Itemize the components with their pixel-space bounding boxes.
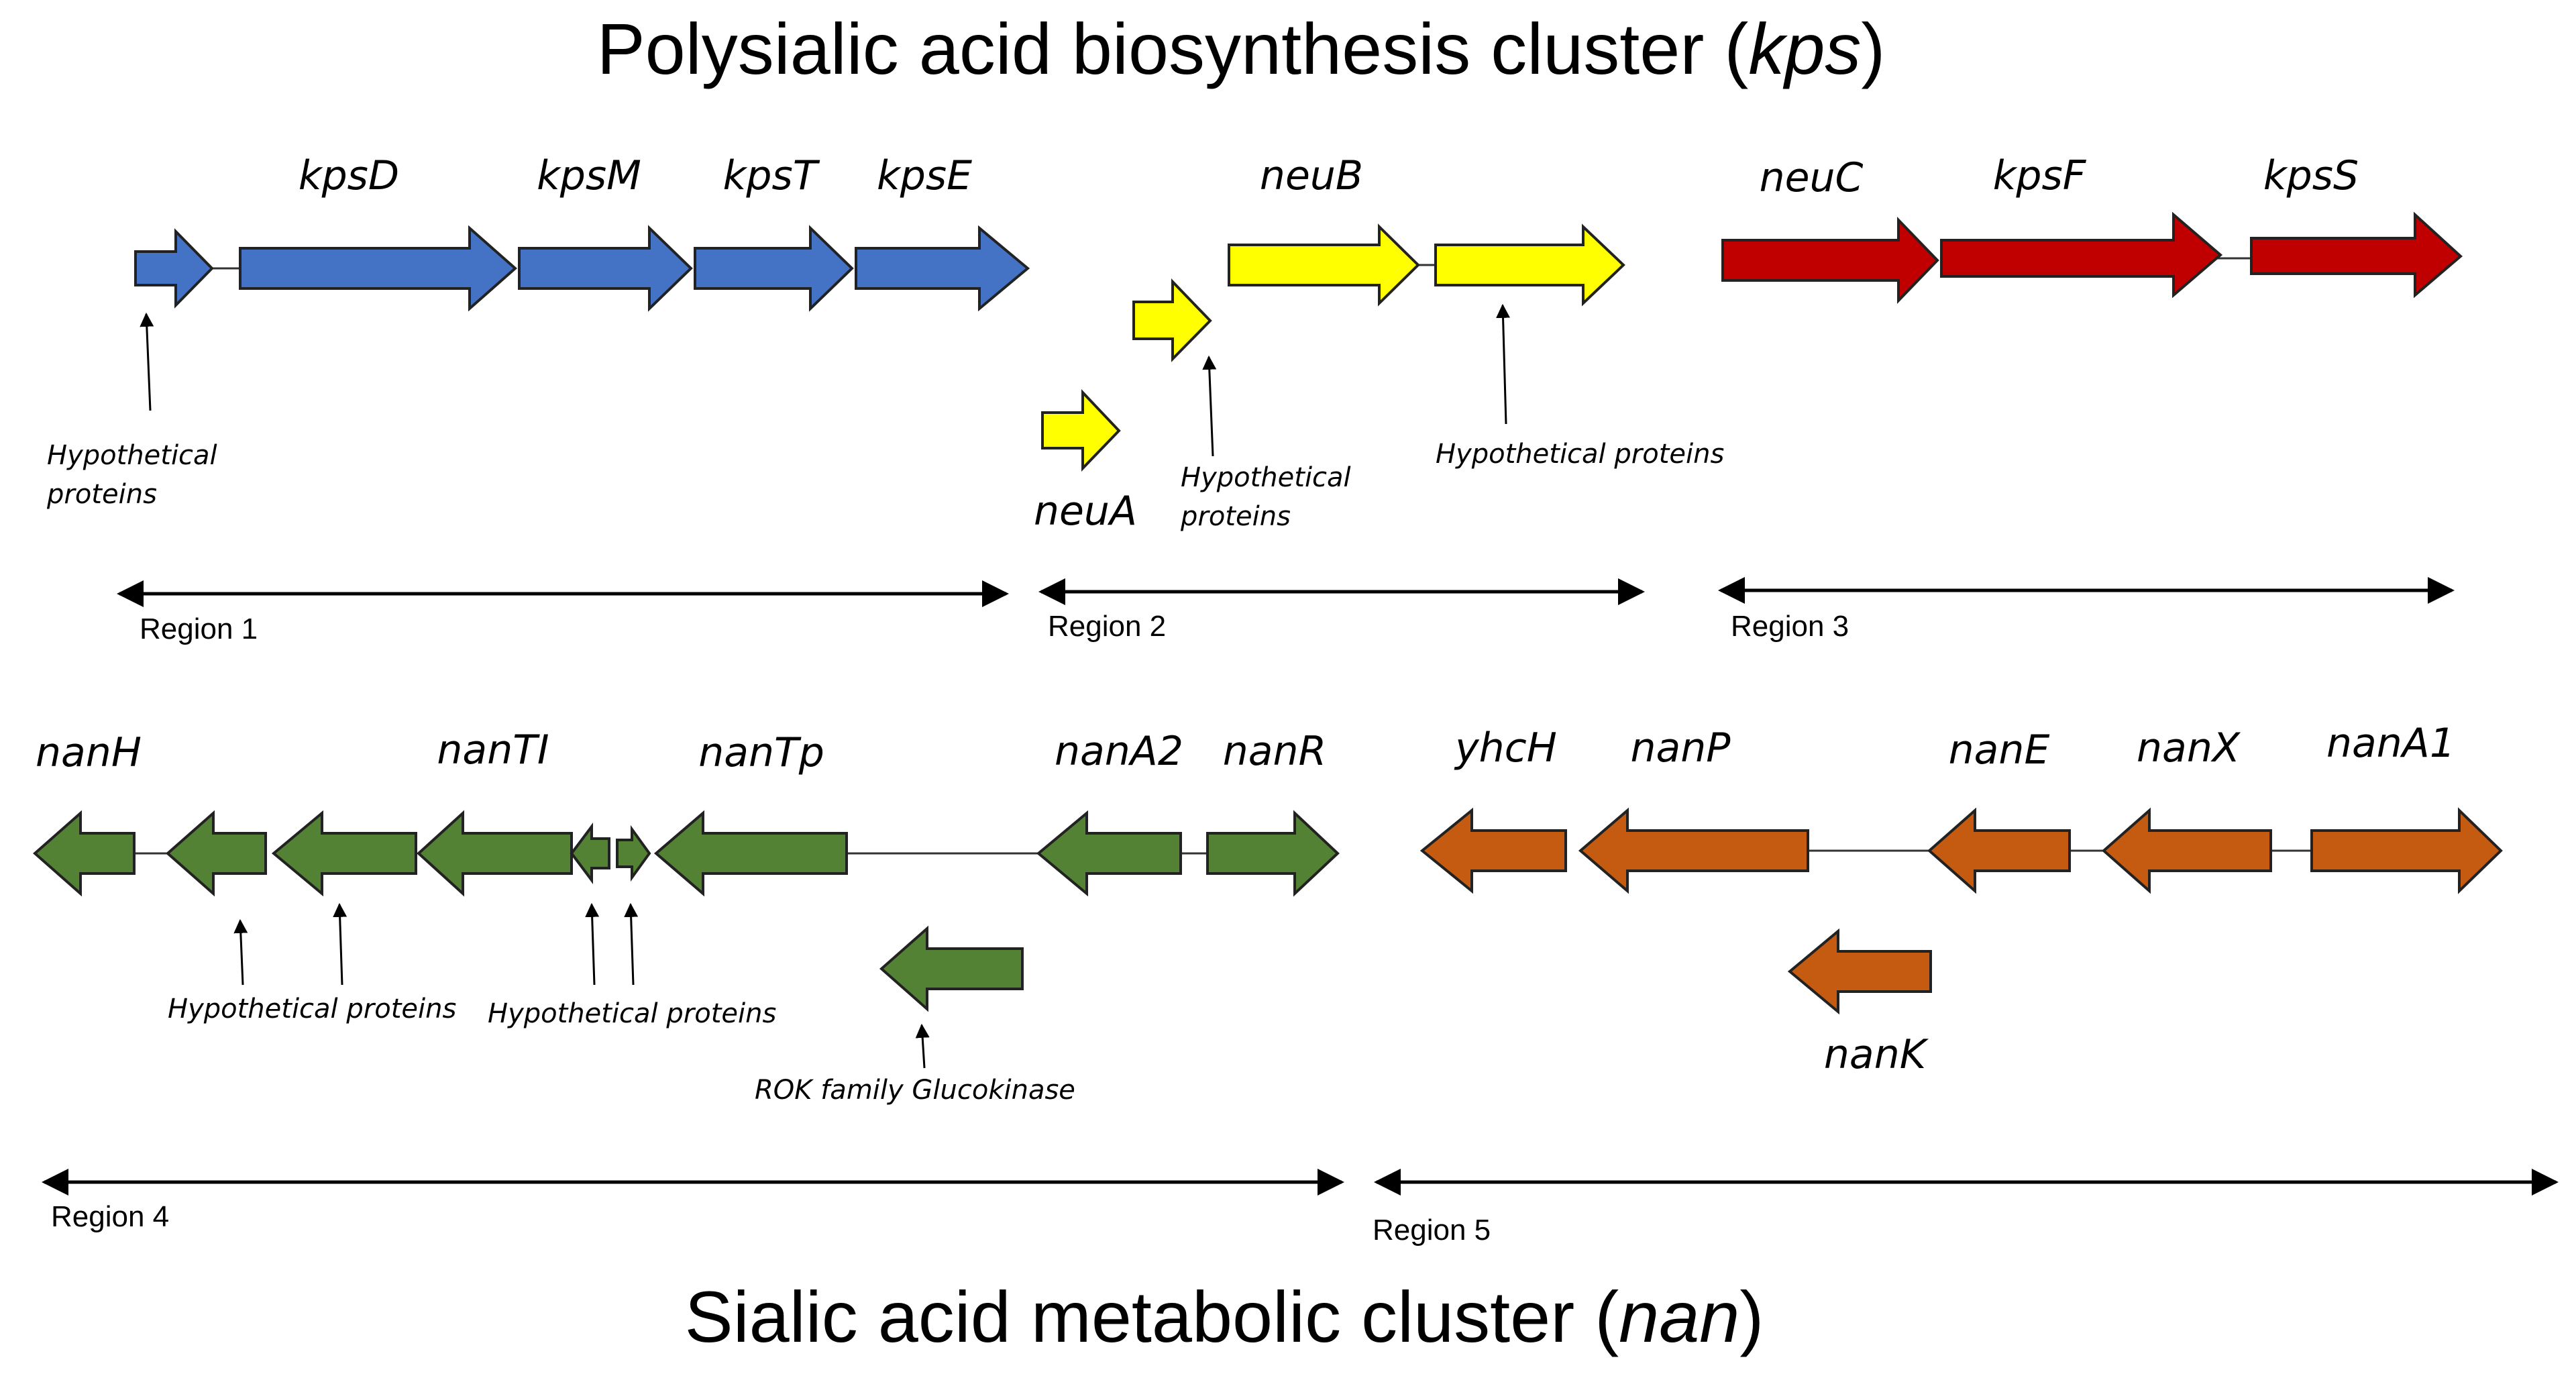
- gene-arrow-nanH: [32, 810, 136, 897]
- pointer-r4-hypothetical-b: [333, 902, 347, 986]
- gene-arrow-neuB: [1228, 223, 1420, 307]
- gene-label-kpsS: kpsS: [2263, 152, 2359, 199]
- gene-arrow-kpsE: [855, 225, 1030, 312]
- gene-arrow-nanK: [1787, 928, 1932, 1015]
- gene-arrow-hypothetical-r4b: [271, 810, 417, 897]
- note-r2-hypothetical-b: Hypothetical proteins: [1436, 439, 1724, 470]
- gene-arrow-nanP: [1578, 807, 1809, 894]
- gene-label-kpsM: kpsM: [537, 152, 641, 199]
- gene-label-nanR: nanR: [1223, 728, 1327, 775]
- kps-cluster-title: Polysialic acid biosynthesis cluster (kp…: [597, 8, 1886, 89]
- gene-label-kpsE: kpsE: [877, 152, 972, 199]
- note-r4-hypothetical-b: Hypothetical proteins: [488, 998, 776, 1029]
- gene-label-nanA2: nanA2: [1055, 728, 1183, 775]
- gene-label-kpsT: kpsT: [723, 152, 820, 199]
- pointer-r2-hypothetical-a: [1202, 355, 1217, 457]
- gene-label-nanH: nanH: [36, 729, 142, 776]
- gene-label-nanK: nanK: [1824, 1031, 1929, 1078]
- pointer-r4-hypothetical-a: [233, 918, 248, 986]
- gene-label-nanE: nanE: [1949, 727, 2050, 774]
- gene-arrow-yhcH: [1419, 807, 1567, 894]
- gene-arrow-kpsM: [518, 225, 693, 312]
- gene-arrow-rok-glucokinase: [879, 925, 1024, 1012]
- gene-arrow-neuC: [1721, 217, 1939, 304]
- gene-label-kpsD: kpsD: [299, 152, 399, 199]
- gene-label-neuC: neuC: [1760, 154, 1864, 201]
- pointer-r4-hypothetical-c: [585, 902, 600, 986]
- gene-label-neuA: neuA: [1034, 488, 1137, 535]
- gene-label-nanA1: nanA1: [2326, 720, 2455, 767]
- gene-label-kpsF: kpsF: [1993, 152, 2087, 199]
- region2-label: Region 2: [1048, 610, 1166, 643]
- gene-label-neuB: neuB: [1260, 152, 1363, 199]
- gene-arrow-nanX: [2101, 807, 2272, 894]
- gene-arrow-nanA1: [2310, 807, 2503, 894]
- gene-arrow-neuA: [1041, 388, 1121, 472]
- pointer-r1-hypothetical: [140, 312, 154, 411]
- gene-arrow-nanE: [1927, 807, 2071, 894]
- gene-arrow-hypothetical-r2a: [1132, 278, 1212, 362]
- gene-arrow-nanR: [1206, 810, 1340, 897]
- gene-arrow-hypothetical-r4d: [616, 825, 651, 882]
- gene-arrow-nanTp: [653, 810, 848, 897]
- gene-label-nanX: nanX: [2137, 725, 2241, 772]
- gene-arrow-hypothetical-r4c: [570, 823, 610, 884]
- gene-arrow-hypothetical-r4a: [165, 810, 267, 897]
- gene-arrow-kpsS: [2250, 211, 2463, 299]
- gene-arrow-nanTI: [417, 810, 573, 897]
- pointer-r4-rok: [915, 1023, 930, 1069]
- gene-label-nanP: nanP: [1630, 725, 1731, 772]
- gene-label-nanTp: nanTp: [698, 729, 824, 776]
- pointer-r4-hypothetical-d: [624, 902, 639, 986]
- gene-arrow-hypothetical-r1: [134, 228, 214, 309]
- gene-arrow-kpsT: [694, 225, 854, 312]
- gene-arrow-nanA2: [1036, 810, 1182, 897]
- note-r4-rok-glucokinase: ROK family Glucokinase: [755, 1075, 1075, 1106]
- note-r4-hypothetical-a: Hypothetical proteins: [168, 994, 456, 1024]
- region5-label: Region 5: [1373, 1214, 1491, 1247]
- gene-arrow-kpsD: [239, 225, 518, 312]
- gene-label-yhcH: yhcH: [1454, 725, 1557, 772]
- region4-label: Region 4: [51, 1200, 169, 1233]
- nan-cluster-title: Sialic acid metabolic cluster (nan): [685, 1276, 1764, 1357]
- gene-label-nanTI: nanTI: [437, 727, 549, 774]
- gene-arrow-hypothetical-r2b: [1434, 223, 1625, 307]
- pointer-r2-hypothetical-b: [1496, 303, 1511, 425]
- gene-arrow-kpsF: [1940, 211, 2223, 299]
- region1-label: Region 1: [140, 613, 258, 645]
- region3-label: Region 3: [1731, 610, 1849, 643]
